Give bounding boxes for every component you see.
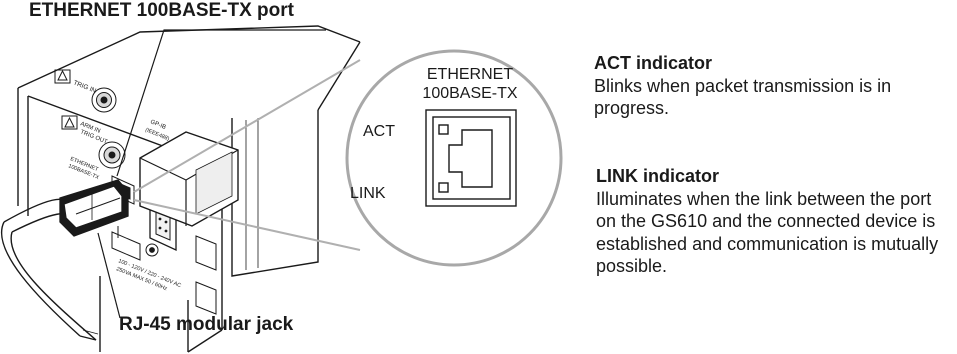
link-indicator-description: Illuminates when the link between the po… xyxy=(596,188,939,277)
ethernet-port-callout: ETHERNET 100BASE-TX port xyxy=(29,0,294,21)
panel-label-gpib: GP-IB xyxy=(149,119,166,131)
zoom-title-line1: ETHERNET xyxy=(427,66,513,83)
rj45-plug xyxy=(59,179,129,237)
ethernet-jack-zoom xyxy=(425,109,517,207)
zoom-label-act: ACT xyxy=(363,123,395,140)
zoom-circle: ETHERNET 100BASE-TX ACT LINK xyxy=(345,49,563,267)
zoom-label-link: LINK xyxy=(350,185,386,202)
act-indicator-title: ACT indicator xyxy=(594,53,713,73)
act-led-icon xyxy=(438,124,449,135)
zoom-title-line2: 100BASE-TX xyxy=(422,85,517,102)
act-indicator-description: Blinks when packet transmission is in pr… xyxy=(594,75,892,119)
leader-lines xyxy=(116,29,361,251)
rj45-jack-callout: RJ-45 modular jack xyxy=(119,314,294,335)
link-led-icon xyxy=(438,182,449,193)
link-indicator-title: LINK indicator xyxy=(596,166,720,186)
panel-label-trig-in: TRIG IN xyxy=(72,79,97,95)
rj45-cable xyxy=(1,198,99,341)
warning-triangle-icon xyxy=(64,116,75,128)
act-indicator-block: ACT indicator Blinks when packet transmi… xyxy=(594,52,954,120)
link-indicator-block: LINK indicator Illuminates when the link… xyxy=(596,165,954,278)
warning-triangle-icon xyxy=(57,69,68,81)
jack-leader-line xyxy=(97,232,121,319)
